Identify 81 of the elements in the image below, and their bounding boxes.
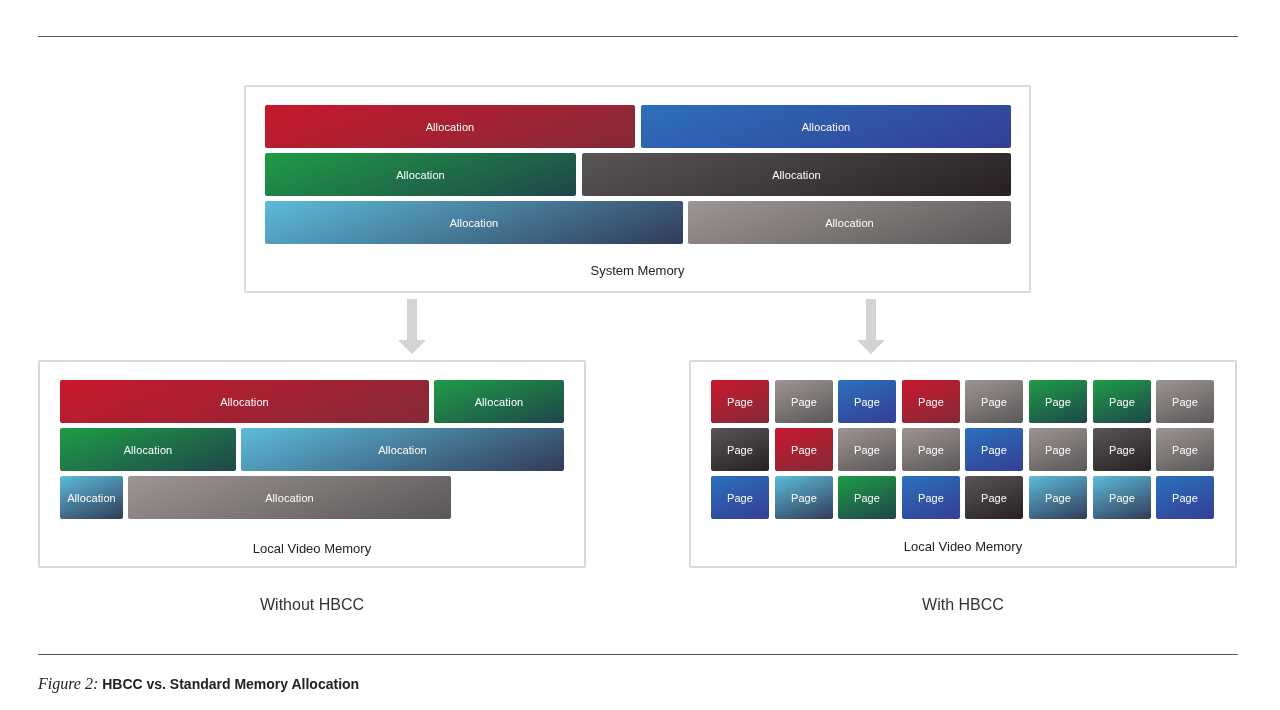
page-block bbox=[902, 380, 960, 423]
memory-panel bbox=[244, 85, 1031, 293]
block-label: Allocation bbox=[378, 443, 427, 456]
memory-panel bbox=[689, 360, 1237, 568]
block-label: Page bbox=[917, 443, 945, 456]
panel-label: System Memory bbox=[590, 263, 685, 279]
panel-caption: With HBCC bbox=[922, 595, 1004, 615]
page-block bbox=[1029, 380, 1087, 423]
allocation-block bbox=[60, 380, 429, 423]
allocation-block bbox=[128, 476, 451, 519]
allocation-block bbox=[265, 201, 683, 244]
block-label: Page bbox=[1108, 395, 1136, 408]
panel-caption: Without HBCC bbox=[260, 595, 364, 615]
block-label: Page bbox=[853, 491, 881, 504]
block-label: Page bbox=[1171, 491, 1199, 504]
block-label: Allocation bbox=[425, 120, 475, 133]
block-label: Page bbox=[917, 395, 945, 408]
block-label: Allocation bbox=[123, 443, 173, 456]
page-block bbox=[1156, 476, 1214, 519]
allocation-block bbox=[241, 428, 564, 471]
allocation-block bbox=[60, 476, 123, 519]
block-label: Allocation bbox=[801, 120, 851, 133]
page-block bbox=[965, 428, 1023, 471]
block-label: Page bbox=[790, 395, 818, 408]
page-block bbox=[902, 428, 960, 471]
page-block bbox=[1093, 428, 1151, 471]
page-block bbox=[711, 428, 769, 471]
panel-label: Local Video Memory bbox=[252, 541, 372, 557]
block-label: Page bbox=[1044, 443, 1072, 456]
block-label: Page bbox=[917, 491, 945, 504]
allocation-block bbox=[60, 428, 236, 471]
block-label: Page bbox=[726, 395, 754, 408]
block-label: Allocation bbox=[825, 216, 874, 229]
page-block bbox=[711, 476, 769, 519]
page-block bbox=[1093, 476, 1151, 519]
allocation-block bbox=[265, 153, 576, 196]
memory-panel bbox=[38, 360, 586, 568]
page-block bbox=[1156, 380, 1214, 423]
block-label: Page bbox=[1044, 491, 1072, 504]
block-label: Allocation bbox=[67, 491, 116, 504]
page-block bbox=[1029, 476, 1087, 519]
block-label: Page bbox=[980, 491, 1008, 504]
block-label: Page bbox=[980, 395, 1008, 408]
block-label: Page bbox=[726, 491, 754, 504]
page-block bbox=[965, 476, 1023, 519]
allocation-block bbox=[688, 201, 1011, 244]
page-block bbox=[838, 476, 896, 519]
block-label: Allocation bbox=[772, 168, 821, 181]
page-block bbox=[838, 380, 896, 423]
page-block bbox=[775, 476, 833, 519]
block-label: Allocation bbox=[265, 491, 314, 504]
block-label: Allocation bbox=[220, 395, 269, 408]
block-label: Page bbox=[853, 443, 881, 456]
page-block bbox=[1029, 428, 1087, 471]
block-label: Page bbox=[790, 443, 818, 456]
block-label: Page bbox=[1171, 395, 1199, 408]
block-label: Page bbox=[853, 395, 881, 408]
panel-label: Local Video Memory bbox=[903, 539, 1023, 555]
block-label: Page bbox=[980, 443, 1008, 456]
block-label: Page bbox=[726, 443, 754, 456]
block-label: Allocation bbox=[474, 395, 524, 408]
block-label: Allocation bbox=[396, 168, 445, 181]
block-label: Page bbox=[1108, 491, 1136, 504]
block-label: Page bbox=[1044, 395, 1072, 408]
page-block bbox=[838, 428, 896, 471]
block-label: Page bbox=[1171, 443, 1199, 456]
allocation-block bbox=[582, 153, 1011, 196]
figure-caption: Figure 2: HBCC vs. Standard Memory Allocation bbox=[38, 674, 360, 694]
allocation-block bbox=[265, 105, 635, 148]
block-label: Page bbox=[790, 491, 818, 504]
allocation-block bbox=[434, 380, 564, 423]
block-label: Allocation bbox=[449, 216, 499, 229]
page-block bbox=[965, 380, 1023, 423]
block-label: Page bbox=[1108, 443, 1136, 456]
page-block bbox=[711, 380, 769, 423]
allocation-block bbox=[641, 105, 1011, 148]
page-block bbox=[1093, 380, 1151, 423]
page-block bbox=[775, 380, 833, 423]
page-block bbox=[1156, 428, 1214, 471]
page-block bbox=[902, 476, 960, 519]
page-block bbox=[775, 428, 833, 471]
